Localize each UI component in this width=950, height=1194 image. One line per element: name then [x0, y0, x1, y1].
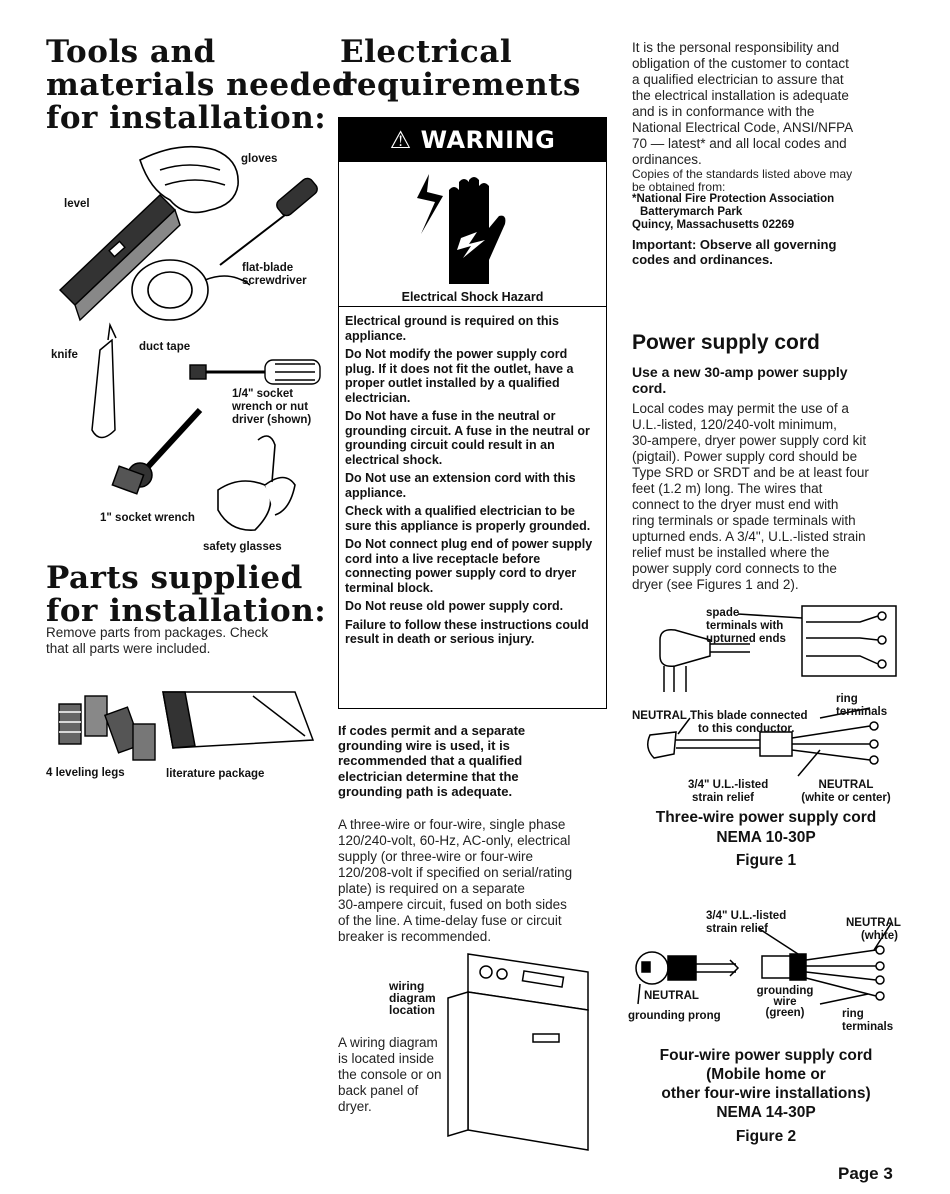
fig1-strain-label: 3/4" U.L.-listed strain relief — [688, 779, 769, 804]
fig1-blade-note: This blade connected to this conductor. — [690, 710, 808, 735]
codes-note: If codes permit and a separate grounding… — [338, 723, 526, 799]
label-literature: literature package — [166, 768, 265, 780]
warning-item: Do Not connect plug end of power supply … — [345, 537, 593, 595]
electrical-heading: Electrical requirements — [340, 34, 581, 103]
level-icon — [58, 194, 181, 322]
warning-item: Do Not use an extension cord with this a… — [345, 471, 576, 500]
fig2-grounding-prong: grounding prong — [628, 1010, 721, 1022]
parts-illustration — [58, 691, 315, 761]
fig1-ring-label: ring terminals — [836, 693, 888, 718]
fig2-grounding-wire: grounding wire (green) — [756, 985, 814, 1019]
figure-2-caption: Four-wire power supply cord (Mobile home… — [659, 1047, 873, 1121]
knife-icon — [91, 322, 117, 439]
label-gloves: gloves — [241, 153, 278, 165]
fig2-neutral: NEUTRAL — [644, 990, 699, 1002]
warning-item: Do Not have a fuse in the neutral or gro… — [345, 409, 590, 467]
duct-tape-icon — [131, 259, 251, 321]
warning-divider — [339, 306, 606, 307]
literature-package-icon — [162, 691, 315, 749]
screwdriver-icon — [219, 177, 318, 266]
warning-title: WARNING — [420, 126, 556, 154]
hazard-title: Electrical Shock Hazard — [401, 290, 544, 304]
label-socket: 1/4" socket wrench or nut driver (shown) — [232, 388, 312, 426]
warning-item: Do Not reuse old power supply cord. — [345, 599, 564, 613]
cord-subheading: Use a new 30-amp power supply cord. — [632, 364, 848, 396]
safety-glasses-icon — [217, 435, 296, 531]
socket-wrench-icon — [111, 407, 203, 495]
parts-heading: Parts supplied for installation: — [46, 560, 327, 629]
important-note: Important: Observe all governing codes a… — [632, 237, 837, 267]
wiring-diagram-label: wiring diagram location — [389, 979, 436, 1017]
label-duct-tape: duct tape — [139, 341, 191, 353]
leveling-legs-icon — [58, 695, 156, 761]
nfpa-address: *National Fire Protection Association Ba… — [632, 193, 835, 231]
warning-item: Electrical ground is required on this ap… — [345, 314, 559, 343]
responsibility-paragraph: It is the personal responsibility and ob… — [632, 40, 854, 167]
fig2-strain-label: 3/4" U.L.-listed strain relief — [706, 910, 787, 935]
tools-illustration — [58, 145, 321, 531]
warning-box: ⚠ WARNING Electrical Shock Hazard Electr… — [338, 117, 607, 709]
figure-1-caption: Three-wire power supply cord NEMA 10-30P — [655, 809, 877, 846]
warning-item: Failure to follow these instructions cou… — [345, 617, 589, 647]
parts-intro: Remove parts from packages. Check that a… — [46, 625, 269, 656]
warning-triangle-icon: ⚠ — [389, 126, 412, 154]
gloves-icon — [139, 145, 239, 214]
fig1-neutral-blade: NEUTRAL — [632, 710, 687, 722]
label-flat-blade: flat-blade screwdriver — [242, 262, 307, 287]
warning-items: Electrical ground is required on this ap… — [339, 314, 606, 651]
label-safety-glasses: safety glasses — [203, 541, 282, 553]
fig1-neutral-label: NEUTRAL (white or center) — [801, 779, 891, 804]
label-level: level — [64, 198, 90, 210]
page-number: Page 3 — [838, 1164, 893, 1183]
tools-heading: Tools and materials needed for installat… — [46, 34, 355, 136]
label-socket-wrench: 1" socket wrench — [100, 512, 195, 524]
wiring-diagram-text: A wiring diagram is located inside the c… — [338, 1035, 442, 1114]
cord-paragraph: Local codes may permit the use of a U.L.… — [632, 401, 869, 592]
shock-hazard-icon — [417, 174, 506, 284]
fig2-ring-label: ring terminals — [842, 1008, 894, 1033]
copies-note: Copies of the standards listed above may… — [632, 167, 853, 194]
warning-item: Check with a qualified electrician to be… — [345, 504, 591, 533]
label-knife: knife — [51, 349, 78, 361]
socket-driver-icon — [189, 359, 321, 385]
warning-item: Do Not modify the power supply cord plug… — [345, 347, 574, 405]
fig2-neutral-white: NEUTRAL (white) — [846, 917, 901, 942]
figure-2-label: Figure 2 — [735, 1128, 797, 1145]
label-leveling-legs: 4 leveling legs — [46, 767, 125, 779]
figure-1-diagram — [647, 605, 897, 777]
supply-paragraph: A three-wire or four-wire, single phase … — [338, 817, 573, 944]
dryer-illustration — [447, 953, 589, 1151]
fig1-spade-label: spade terminals with upturned ends — [706, 607, 786, 645]
warning-header: ⚠ WARNING — [339, 118, 606, 162]
figure-2-diagram — [635, 921, 893, 1005]
cord-heading: Power supply cord — [632, 331, 820, 354]
figure-1-label: Figure 1 — [735, 852, 797, 869]
